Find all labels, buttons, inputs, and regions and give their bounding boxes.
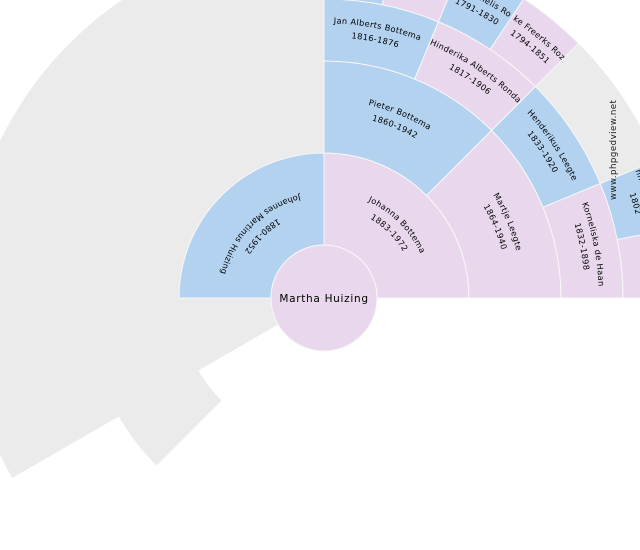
empty-ancestor-segment — [572, 97, 640, 184]
empty-sector-layer — [0, 0, 640, 478]
empty-ancestor-segment — [87, 61, 324, 298]
empty-ancestor-segment — [535, 43, 624, 132]
center-person-name: Martha Huizing — [279, 293, 368, 305]
ancestor-segment[interactable] — [489, 0, 580, 88]
watermark-label: www.phpgedview.net — [609, 99, 619, 200]
center-person-layer[interactable]: Martha Huizing — [270, 244, 378, 352]
empty-ancestor-segment — [86, 298, 222, 466]
center-person-circle[interactable] — [270, 244, 378, 352]
ancestor-segment-layer[interactable] — [178, 0, 640, 299]
watermark-layer: www.phpgedview.net — [609, 99, 619, 200]
ancestor-segment[interactable] — [616, 228, 640, 299]
